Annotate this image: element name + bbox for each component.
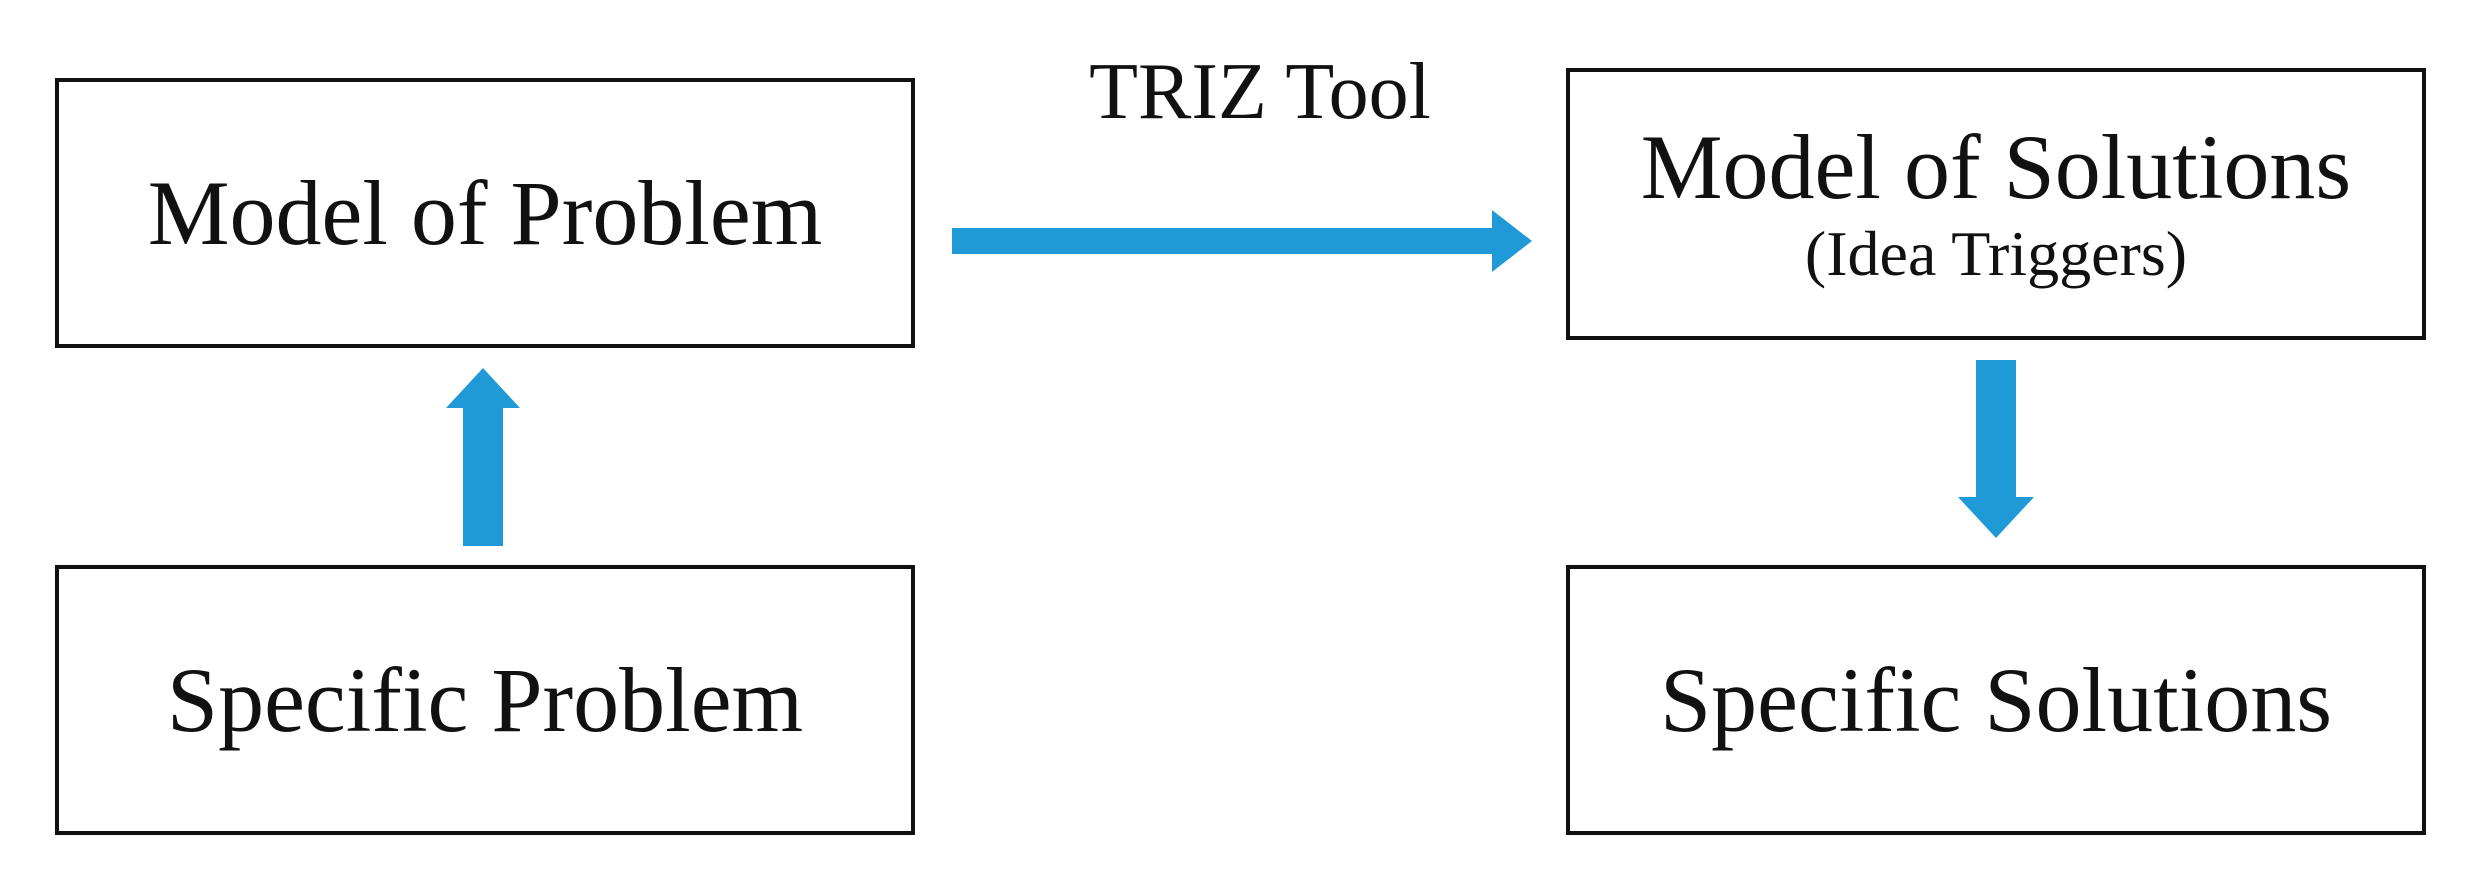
node-label: Model of Solutions: [1640, 115, 2352, 218]
edge-label-triz-tool: TRIZ Tool: [1089, 48, 1431, 136]
node-label: Model of Problem: [147, 161, 823, 264]
node-specific-problem: Specific Problem: [55, 565, 915, 835]
node-model-of-solutions: Model of Solutions (Idea Triggers): [1566, 68, 2426, 340]
arrow-down: [1958, 360, 2034, 538]
node-label: Specific Solutions: [1659, 648, 2333, 751]
arrow-up: [446, 368, 520, 546]
arrow-right: [952, 210, 1532, 272]
node-label: Specific Problem: [166, 648, 804, 751]
node-specific-solutions: Specific Solutions: [1566, 565, 2426, 835]
node-sublabel: (Idea Triggers): [1804, 218, 2188, 290]
node-model-of-problem: Model of Problem: [55, 78, 915, 348]
